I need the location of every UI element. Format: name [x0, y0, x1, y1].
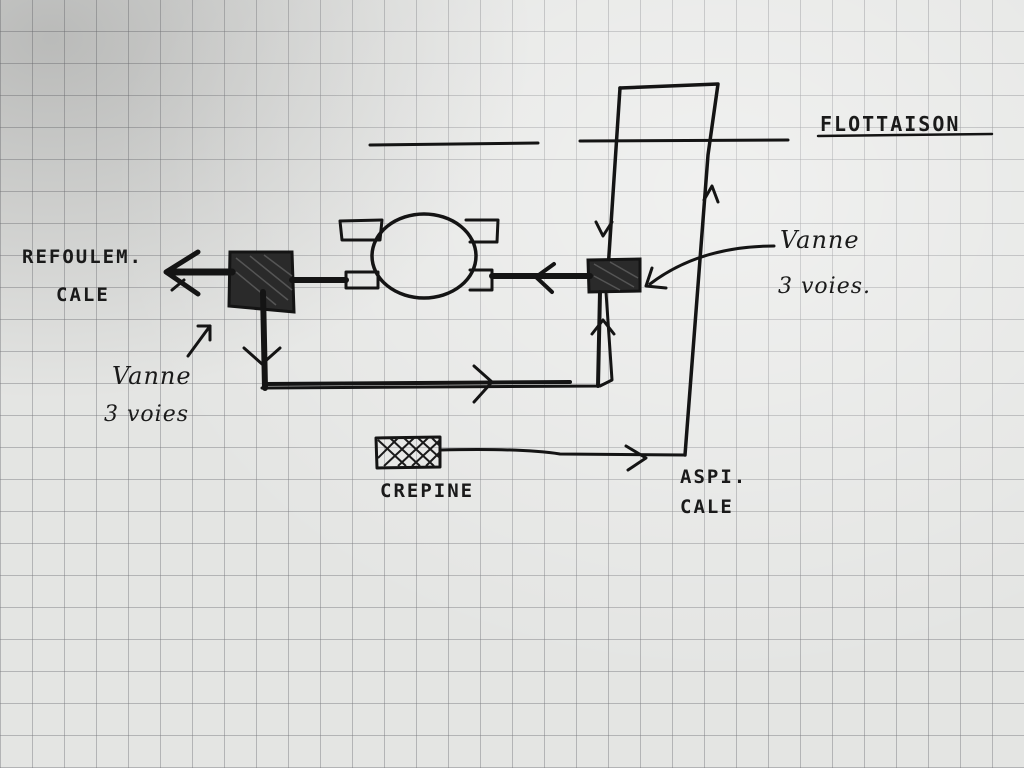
- suction-label-line2: CALE: [680, 496, 734, 518]
- right-valve-label-line1: Vanne: [780, 226, 860, 254]
- annotation-arrows: [186, 244, 776, 358]
- right-valve-label-line2: 3 voies.: [778, 274, 872, 299]
- waterline-underline: [816, 132, 994, 138]
- left-valve-label-line1: Vanne: [112, 362, 192, 390]
- standpipe: [594, 82, 720, 457]
- discharge-label-line2: CALE: [56, 284, 110, 306]
- strainer: [374, 435, 687, 472]
- right-three-way-valve: [586, 257, 642, 294]
- left-valve-label-line2: 3 voies: [104, 402, 190, 427]
- left-three-way-valve: [227, 250, 296, 314]
- suction-label-line1: ASPI.: [680, 466, 748, 488]
- discharge-label-line1: REFOULEM.: [22, 246, 143, 268]
- main-line: [163, 249, 593, 297]
- strainer-label: CREPINE: [380, 480, 475, 502]
- waterline-label: FLOTTAISON: [820, 112, 961, 136]
- bypass-loop: [242, 289, 616, 404]
- waterline: [368, 138, 790, 147]
- pump: [338, 212, 500, 300]
